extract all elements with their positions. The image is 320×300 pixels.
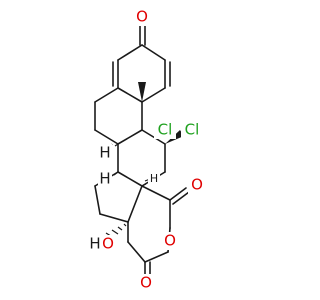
stereo-hydrogen-8-label: H: [99, 144, 110, 162]
structure-svg: O Cl Cl O O O H O H H H: [88, 7, 206, 292]
chloro-11-label: Cl: [185, 121, 200, 139]
ketone-oxygen-label: O: [136, 8, 148, 26]
hydroxyl-hydrogen-label: H: [89, 235, 100, 253]
hydroxyl-oxygen-label: O: [102, 235, 114, 253]
molecule-diagram: O Cl Cl O O O H O H H H: [88, 7, 206, 292]
atom-labels: O Cl Cl O O O H O H H H: [88, 8, 206, 292]
lactone-ring-oxygen-label: O: [164, 232, 176, 250]
lactone-carbonyl-oxygen-right-label: O: [191, 176, 203, 194]
chloro-9-label: Cl: [158, 121, 173, 139]
methyl-wedge: [138, 82, 146, 102]
lactone-carbonyl-oxygen-bottom-label: O: [140, 274, 152, 292]
stereo-hydrogen-small-label: H: [150, 172, 158, 185]
ring-b: [94, 87, 143, 145]
ring-a: [112, 22, 171, 103]
stereo-hydrogen-14-label: H: [99, 170, 110, 188]
